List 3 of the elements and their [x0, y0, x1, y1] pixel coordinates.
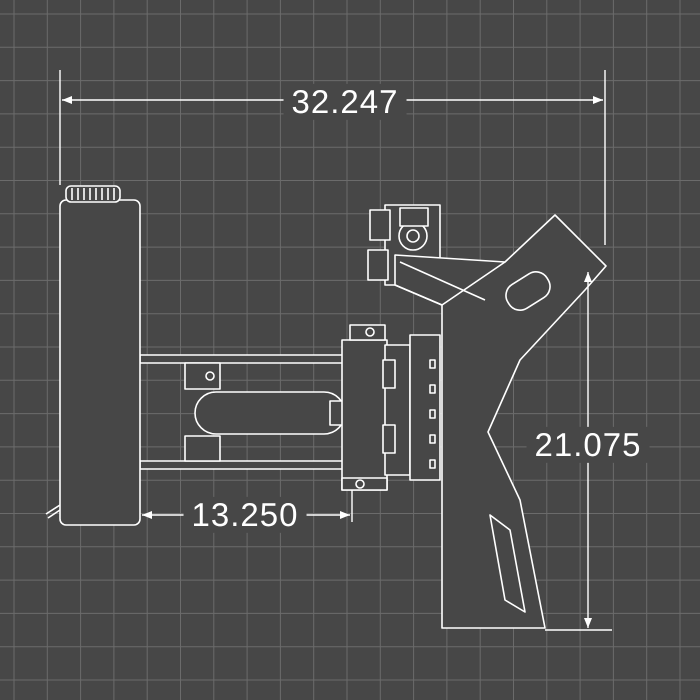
- dimension-label: 13.250: [184, 496, 306, 534]
- dimension-label: 21.075: [526, 426, 650, 464]
- dimension-label: 32.247: [284, 84, 406, 120]
